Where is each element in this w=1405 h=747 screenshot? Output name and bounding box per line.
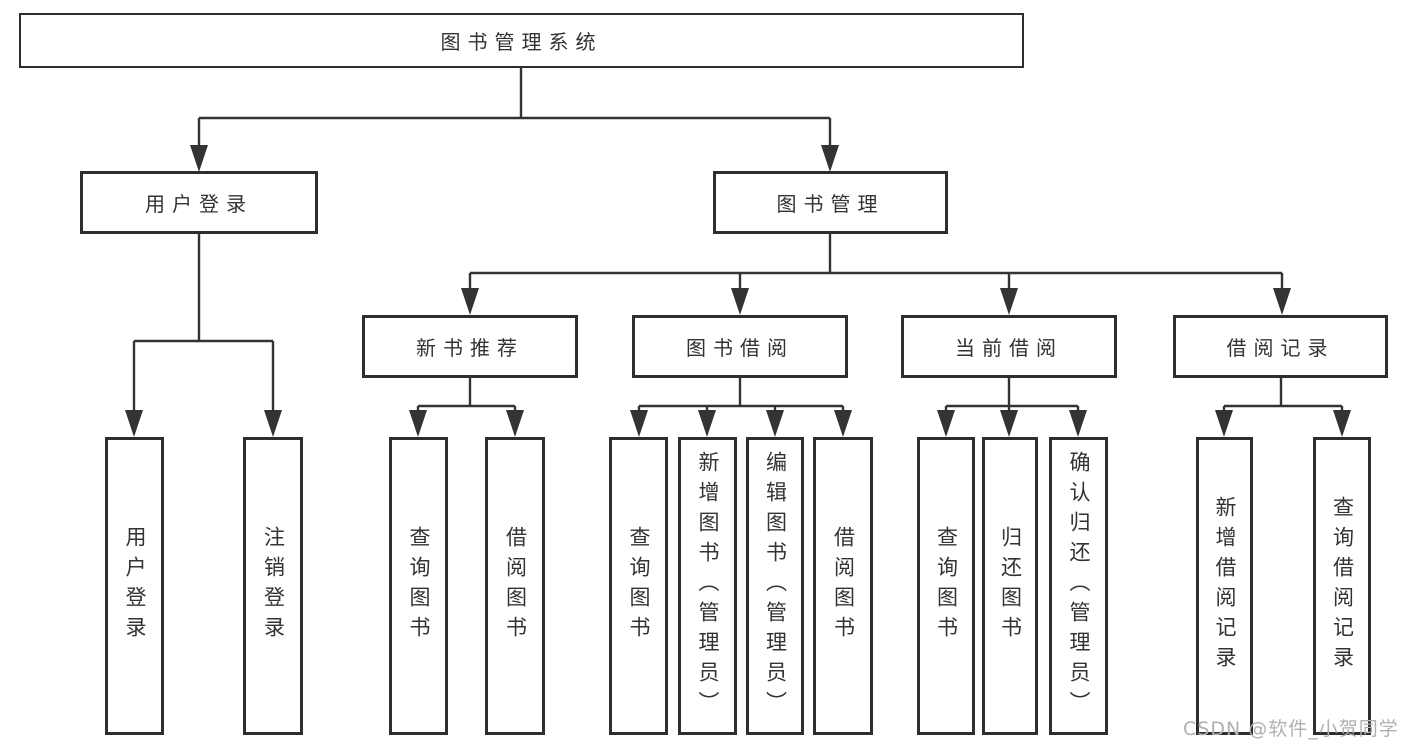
arrowhead	[461, 288, 479, 315]
arrowhead	[506, 410, 524, 437]
node-root: 图书管理系统	[19, 13, 1024, 68]
arrowhead	[731, 288, 749, 315]
node-new-book-recommend-label: 新书推荐	[416, 336, 524, 360]
node-root-label: 图书管理系统	[440, 30, 603, 54]
arrowhead	[1333, 410, 1351, 437]
arrowhead	[834, 410, 852, 437]
arrowhead	[937, 410, 955, 437]
leaf-user-login: 用户登录	[105, 437, 164, 735]
leaf-query-books-recommend-label: 查询图书	[407, 526, 431, 646]
node-book-borrow-label: 图书借阅	[686, 336, 794, 360]
connector-root-to-level2	[190, 68, 839, 172]
arrowhead	[698, 410, 716, 437]
leaf-borrow-books-label: 借阅图书	[831, 526, 856, 646]
leaf-confirm-return-admin: 确认归还（管理员）	[1049, 437, 1108, 735]
leaf-query-books-current-label: 查询图书	[934, 526, 959, 646]
node-user-login-label: 用户登录	[145, 192, 253, 216]
leaf-query-books-recommend: 查询图书	[389, 437, 448, 735]
connector-records-children	[1215, 378, 1351, 437]
connector-recommend-children	[409, 378, 524, 437]
leaf-edit-book-admin-label: 编辑图书（管理员）	[763, 451, 788, 721]
node-book-management-label: 图书管理	[776, 192, 885, 216]
leaf-query-borrow-record-label: 查询借阅记录	[1330, 496, 1355, 676]
connector-management-to-level3	[461, 234, 1291, 315]
leaf-logout: 注销登录	[243, 437, 303, 735]
arrowhead	[766, 410, 784, 437]
connector-user-login-children	[125, 234, 282, 437]
connector-current-children	[937, 378, 1087, 437]
node-book-borrow: 图书借阅	[632, 315, 848, 378]
leaf-add-borrow-record-label: 新增借阅记录	[1213, 496, 1237, 676]
arrowhead	[630, 410, 648, 437]
leaf-borrow-books: 借阅图书	[813, 437, 873, 735]
leaf-return-book: 归还图书	[982, 437, 1038, 735]
csdn-watermark: CSDN @软件_小贺同学	[1183, 718, 1399, 740]
arrowhead	[1000, 288, 1018, 315]
node-current-borrow-label: 当前借阅	[955, 336, 1063, 360]
node-borrow-records-label: 借阅记录	[1226, 336, 1335, 360]
node-book-management: 图书管理	[713, 171, 948, 234]
node-borrow-records: 借阅记录	[1173, 315, 1388, 378]
leaf-query-books-current: 查询图书	[917, 437, 975, 735]
node-new-book-recommend: 新书推荐	[362, 315, 578, 378]
leaf-logout-label: 注销登录	[261, 526, 286, 646]
leaf-user-login-label: 用户登录	[123, 526, 147, 646]
connector-borrow-children	[630, 378, 852, 437]
arrowhead	[1069, 410, 1087, 437]
node-user-login: 用户登录	[80, 171, 318, 234]
leaf-confirm-return-admin-label: 确认归还（管理员）	[1067, 451, 1091, 721]
arrowhead	[125, 410, 143, 437]
leaf-add-borrow-record: 新增借阅记录	[1196, 437, 1253, 735]
arrowhead	[190, 145, 208, 172]
leaf-return-book-label: 归还图书	[998, 526, 1023, 646]
arrowhead	[264, 410, 282, 437]
leaf-edit-book-admin: 编辑图书（管理员）	[746, 437, 804, 735]
leaf-query-books-borrow: 查询图书	[609, 437, 668, 735]
arrowhead	[1273, 288, 1291, 315]
leaf-borrow-books-recommend: 借阅图书	[485, 437, 545, 735]
leaf-add-book-admin-label: 新增图书（管理员）	[696, 451, 720, 721]
node-current-borrow: 当前借阅	[901, 315, 1117, 378]
arrowhead	[409, 410, 427, 437]
leaf-query-borrow-record: 查询借阅记录	[1313, 437, 1371, 735]
leaf-borrow-books-recommend-label: 借阅图书	[503, 526, 528, 646]
leaf-query-books-borrow-label: 查询图书	[627, 526, 651, 646]
arrowhead	[1000, 410, 1018, 437]
arrowhead	[1215, 410, 1233, 437]
arrowhead	[821, 145, 839, 172]
leaf-add-book-admin: 新增图书（管理员）	[678, 437, 737, 735]
